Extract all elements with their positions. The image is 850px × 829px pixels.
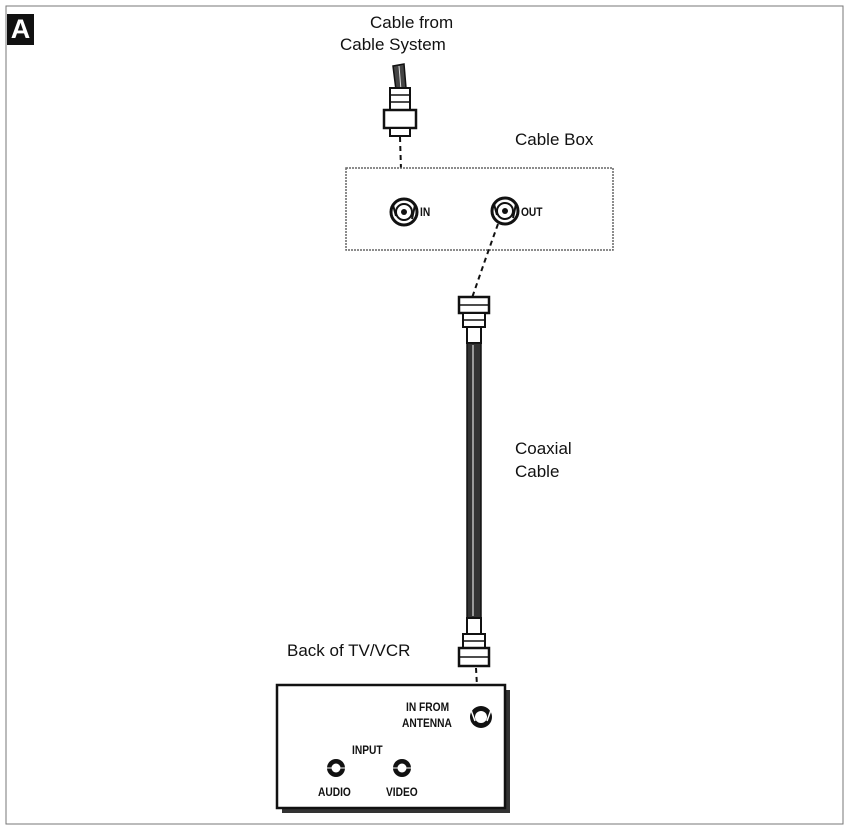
input-label: INPUT [352, 743, 383, 757]
panel-letter-badge: A [7, 14, 34, 45]
video-jack [393, 759, 411, 777]
audio-jack [327, 759, 345, 777]
antenna-label-line2: ANTENNA [402, 716, 452, 730]
video-label: VIDEO [386, 785, 418, 799]
cable-box-in-label: IN [420, 205, 431, 219]
figure-border [5, 5, 844, 825]
coax-bottom-connector [457, 617, 491, 668]
coaxial-cable-body [466, 342, 482, 619]
cable-box-out-jack [490, 196, 520, 226]
cable-from-label-line1: Cable from [370, 13, 454, 32]
cable-box-out-label: OUT [521, 205, 543, 219]
antenna-label-line1: IN FROM [406, 700, 450, 714]
antenna-jack [470, 706, 492, 728]
back-of-tv-label: Back of TV/VCR [287, 641, 411, 660]
cable-box-label: Cable Box [515, 130, 594, 149]
tv-back-panel [275, 683, 510, 813]
audio-label: AUDIO [318, 785, 351, 799]
cable-box [345, 167, 614, 251]
incoming-cable [382, 63, 418, 137]
dashed-connection-out [471, 223, 499, 299]
coaxial-label-line1: Coaxial [515, 439, 572, 458]
cable-from-label-line2: Cable System [340, 35, 446, 54]
cable-box-in-jack [389, 197, 419, 227]
coax-top-connector [457, 295, 491, 344]
coaxial-label-line2: Cable [515, 462, 560, 481]
